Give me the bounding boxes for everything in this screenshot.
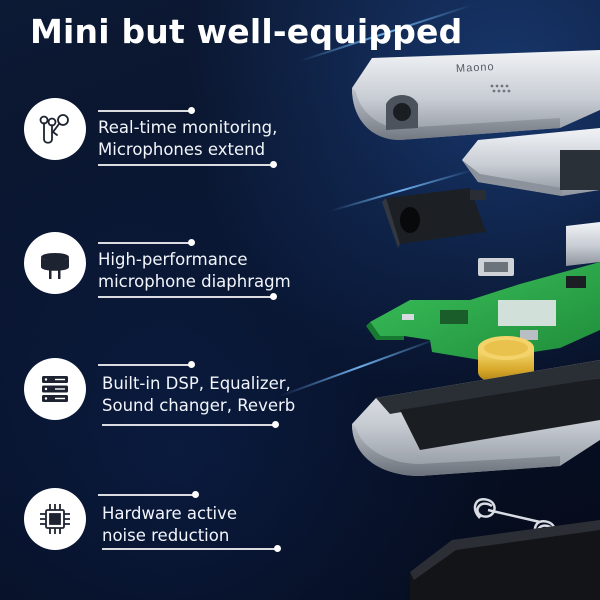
feature-line-2: microphone diaphragm bbox=[98, 272, 291, 291]
guide-line bbox=[98, 494, 196, 496]
guide-dot bbox=[274, 545, 281, 552]
top-shell bbox=[352, 50, 600, 140]
vent-holes bbox=[490, 84, 511, 93]
bottom-shell bbox=[352, 360, 600, 476]
product-label: Maono bbox=[455, 60, 495, 76]
feature-text: Hardware active noise reduction bbox=[102, 503, 237, 547]
page-title: Mini but well-equipped bbox=[30, 12, 463, 51]
guide-line bbox=[102, 424, 276, 426]
guide-line bbox=[102, 548, 278, 550]
guide-dot bbox=[270, 293, 277, 300]
feature-text: Built-in DSP, Equalizer, Sound changer, … bbox=[102, 373, 295, 417]
feature-line-2: noise reduction bbox=[102, 526, 230, 545]
feature-line-2: Microphones extend bbox=[98, 140, 266, 159]
feature-line-2: Sound changer, Reverb bbox=[102, 396, 296, 415]
audio-jack bbox=[382, 188, 486, 248]
guide-line bbox=[98, 296, 274, 298]
feature-text: Real-time monitoring, Microphones extend bbox=[98, 117, 277, 161]
guide-line bbox=[98, 364, 192, 366]
guide-line bbox=[98, 110, 192, 112]
feature-line-1: Built-in DSP, Equalizer, bbox=[102, 374, 291, 393]
chip-icon bbox=[24, 488, 86, 550]
guide-line bbox=[98, 164, 274, 166]
feature-line-1: Hardware active bbox=[102, 504, 238, 523]
feature-line-1: Real-time monitoring, bbox=[98, 118, 278, 137]
guide-dot bbox=[270, 161, 277, 168]
dsp-server-icon bbox=[24, 358, 86, 420]
feature-line-1: High-performance bbox=[98, 250, 248, 269]
earphones-microphone-icon bbox=[24, 98, 86, 160]
trim-plate bbox=[462, 128, 600, 196]
feature-text: High-performance microphone diaphragm bbox=[98, 249, 291, 293]
guide-dot bbox=[272, 421, 279, 428]
guide-line bbox=[98, 242, 192, 244]
side-bracket bbox=[566, 222, 600, 266]
green-pcb bbox=[366, 262, 600, 360]
diaphragm-icon bbox=[24, 232, 86, 294]
